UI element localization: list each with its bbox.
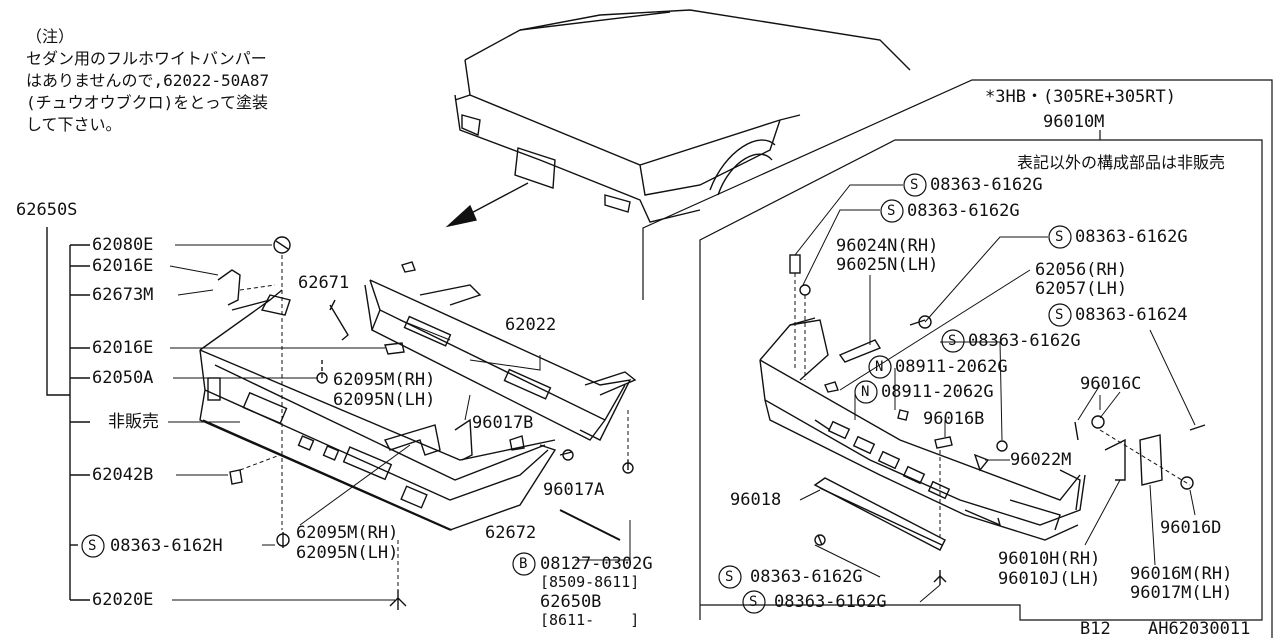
label-s1-08363: 08363-6162G: [930, 175, 1043, 195]
label-96018: 96018: [730, 490, 782, 510]
car-front-illustration: [454, 9, 911, 223]
badge-n-2: N: [861, 384, 870, 400]
badge-s-4: S: [1055, 307, 1064, 323]
label-96025N: 96025N(LH): [836, 255, 939, 275]
spoiler-strip-96018: [813, 477, 946, 551]
direction-arrow: [445, 182, 529, 228]
label-62095N-a: 62095N(LH): [333, 390, 436, 410]
label-96017B: 96017B: [472, 413, 534, 433]
label-96010J: 96010J(LH): [998, 569, 1101, 589]
label-08127-0302G: 08127-0302G: [540, 554, 653, 574]
footer-page: B12: [1080, 619, 1111, 639]
label-96016D: 96016D: [1160, 518, 1222, 538]
label-96016M: 96016M(RH): [1130, 564, 1233, 584]
right-small-parts: [789, 254, 1206, 585]
label-62057: 62057(LH): [1035, 279, 1128, 299]
label-96017M: 96017M(LH): [1130, 583, 1233, 603]
left-assembly-bracket: [46, 227, 90, 601]
label-96010H: 96010H(RH): [998, 549, 1101, 569]
label-62095M-a: 62095M(RH): [333, 370, 436, 390]
badge-s-5: S: [948, 333, 957, 349]
badge-s-3: S: [1055, 229, 1064, 245]
label-s3-08363: 08363-6162G: [1075, 227, 1188, 247]
label-62095N-b: 62095N(LH): [296, 543, 399, 563]
right-header: *3HB・(305RE+305RT): [985, 87, 1176, 107]
right-frame: [642, 79, 1273, 638]
badge-s-7: S: [749, 594, 758, 610]
label-n2-08911: 08911-2062G: [881, 382, 994, 402]
right-bumper-body: [759, 317, 1086, 541]
badge-s-1: S: [910, 177, 919, 193]
label-62673M: 62673M: [92, 285, 154, 305]
label-96017A: 96017A: [543, 480, 605, 500]
left-bumper-body: [199, 289, 557, 531]
reinforcement-62022: [364, 279, 637, 441]
label-62650B-range: [8611- ]: [540, 611, 640, 629]
note-line-4: (チュウオウブクロ)をとって塗装: [26, 93, 268, 112]
label-62056: 62056(RH): [1035, 260, 1128, 280]
label-62095M-b: 62095M(RH): [296, 523, 399, 543]
footer-code: AH62030011: [1148, 619, 1251, 639]
label-s6-08363: 08363-6162G: [750, 567, 863, 587]
label-s2-08363: 08363-6162G: [907, 201, 1020, 221]
badge-s-left: S: [88, 538, 97, 554]
right-leader-lines: [794, 184, 1196, 603]
badge-b: B: [519, 556, 528, 572]
label-s7-08363: 08363-6162G: [774, 592, 887, 612]
label-62050A: 62050A: [92, 368, 154, 388]
label-62016E-mid: 62016E: [92, 338, 154, 358]
badge-n-1: N: [875, 359, 884, 375]
label-62650B: 62650B: [540, 592, 602, 612]
label-96022M: 96022M: [1010, 450, 1072, 470]
label-08363-6162H: 08363-6162H: [110, 536, 223, 556]
right-not-sold-note: 表記以外の構成部品は非販売: [1017, 153, 1226, 172]
note-line-5: して下さい。: [26, 115, 122, 134]
label-s4-08363: 08363-61624: [1075, 305, 1188, 325]
label-96016B: 96016B: [923, 409, 985, 429]
label-62671: 62671: [298, 273, 350, 293]
label-96024N: 96024N(RH): [836, 236, 939, 256]
note-line-2: セダン用のフルホワイトバンパー: [26, 49, 267, 68]
note-line-3: はありませんので,62022-50A87: [26, 71, 270, 90]
label-n1-08911: 08911-2062G: [895, 357, 1008, 377]
label-62080E: 62080E: [92, 235, 154, 255]
label-s5-08363: 08363-6162G: [968, 331, 1081, 351]
label-not-sold: 非販売: [108, 412, 159, 432]
badge-circles: [81, 173, 1072, 614]
badge-s-2: S: [887, 203, 896, 219]
badge-s-6: S: [725, 569, 734, 585]
label-62672: 62672: [485, 523, 537, 543]
label-62020E: 62020E: [92, 590, 154, 610]
left-leader-lines: [168, 244, 631, 601]
label-62022: 62022: [505, 315, 557, 335]
label-96010M: 96010M: [1043, 112, 1105, 132]
note-line-1: （注）: [26, 27, 75, 46]
label-96016C: 96016C: [1080, 374, 1142, 394]
label-08127-range: [8509-8611]: [540, 573, 640, 591]
label-62650S: 62650S: [16, 200, 78, 220]
label-62042B: 62042B: [92, 465, 154, 485]
left-small-parts: [217, 236, 634, 610]
label-62016E-top: 62016E: [92, 256, 154, 276]
